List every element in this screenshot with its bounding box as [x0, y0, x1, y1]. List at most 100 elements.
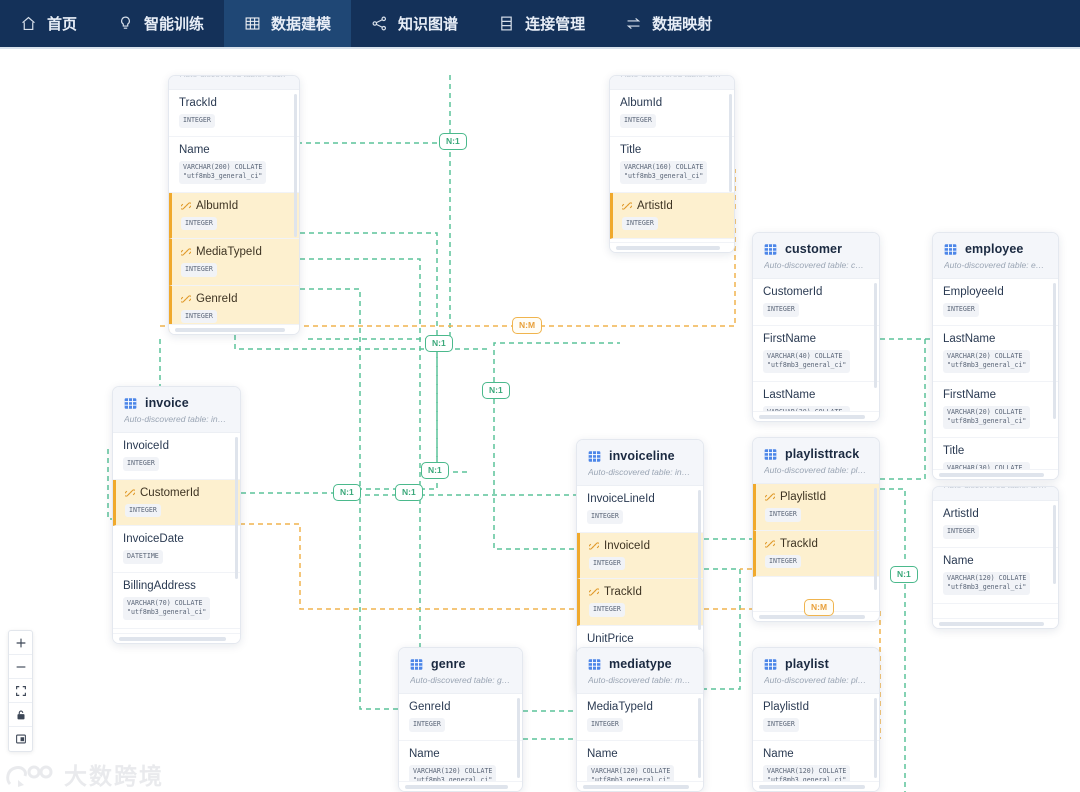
zoom-toolbar[interactable] — [8, 630, 33, 752]
horizontal-scrollbar[interactable] — [933, 469, 1058, 479]
horizontal-scrollbar[interactable] — [113, 633, 240, 643]
horizontal-scrollbar[interactable] — [577, 781, 703, 791]
relationship-badge[interactable]: N:1 — [439, 133, 467, 150]
horizontal-scrollbar[interactable] — [753, 411, 879, 421]
foreign-key-icon — [622, 201, 632, 211]
relationship-badge[interactable]: N:1 — [482, 382, 510, 399]
table-card-album[interactable]: Auto-discovered table: albumAlbumIdINTEG… — [609, 75, 735, 253]
field-list-scrollbar[interactable] — [235, 437, 238, 579]
nav-item-数据映射[interactable]: 数据映射 — [605, 0, 732, 47]
field-list-scrollbar[interactable] — [698, 490, 701, 631]
nav-item-连接管理[interactable]: 连接管理 — [478, 0, 605, 47]
field-type: VARCHAR(20) COLLATE"utf8mb3_general_ci" — [943, 349, 1031, 373]
field-list-scrollbar[interactable] — [294, 94, 297, 237]
nav-item-知识图谱[interactable]: 知识图谱 — [351, 0, 478, 47]
table-subtitle: Auto-discovered table: playlistt... — [764, 465, 868, 475]
lock-button[interactable] — [9, 703, 32, 727]
field-list-scrollbar[interactable] — [874, 698, 877, 778]
horizontal-scrollbar[interactable] — [933, 618, 1058, 628]
minimap-icon — [14, 732, 28, 746]
table-name: playlist — [785, 657, 829, 671]
erd-canvas[interactable]: Auto-discovered table: trackTrackIdINTEG… — [0, 49, 1080, 792]
field-list-scrollbar[interactable] — [729, 94, 732, 192]
horizontal-scrollbar[interactable] — [753, 781, 879, 791]
field-list-scrollbar[interactable] — [1053, 505, 1056, 584]
field-list-scrollbar[interactable] — [517, 698, 520, 778]
field-list-scrollbar[interactable] — [874, 488, 877, 590]
table-subtitle: Auto-discovered table: playlist — [764, 675, 868, 685]
horizontal-scrollbar[interactable] — [610, 242, 734, 252]
nav-item-数据建模[interactable]: 数据建模 — [224, 0, 352, 47]
plus-button[interactable] — [9, 631, 32, 655]
relationship-badge[interactable]: N:1 — [395, 484, 423, 501]
table-card-header-clipped[interactable]: Auto-discovered table: album — [610, 76, 734, 90]
minus-button[interactable] — [9, 655, 32, 679]
minimap-button[interactable] — [9, 727, 32, 751]
relationship-badge[interactable]: N:1 — [890, 566, 918, 583]
field-list-scrollbar[interactable] — [1053, 283, 1056, 420]
field-type: VARCHAR(70) COLLATE"utf8mb3_general_ci" — [123, 596, 211, 620]
relationship-badge[interactable]: N:1 — [425, 335, 453, 352]
relationship-badge[interactable]: N:1 — [333, 484, 361, 501]
relationship-badge[interactable]: N:M — [804, 599, 835, 616]
horizontal-scrollbar[interactable] — [399, 781, 522, 791]
field-type: DATETIME — [123, 550, 163, 564]
relationship-badge[interactable]: N:M — [512, 317, 543, 334]
table-card-header-clipped[interactable]: Auto-discovered table: track — [169, 76, 299, 90]
table-subtitle: Auto-discovered table: customer — [764, 260, 868, 270]
horizontal-scrollbar[interactable] — [169, 324, 299, 334]
nav-item-首页[interactable]: 首页 — [0, 0, 97, 47]
field-type: INTEGER — [589, 603, 625, 617]
table-card-track[interactable]: Auto-discovered table: trackTrackIdINTEG… — [168, 75, 300, 335]
relationship-badge[interactable]: N:1 — [421, 462, 449, 479]
table-name: invoice — [145, 396, 189, 410]
fit-screen-button[interactable] — [9, 679, 32, 703]
table-card-header-clipped[interactable]: Auto-discovered table: artist — [933, 487, 1058, 501]
field-list-scrollbar[interactable] — [874, 283, 877, 388]
nav-item-智能训练[interactable]: 智能训练 — [97, 0, 224, 47]
table-card-artist[interactable]: Auto-discovered table: artistArtistIdINT… — [932, 486, 1059, 629]
field-list-scrollbar[interactable] — [698, 698, 701, 778]
